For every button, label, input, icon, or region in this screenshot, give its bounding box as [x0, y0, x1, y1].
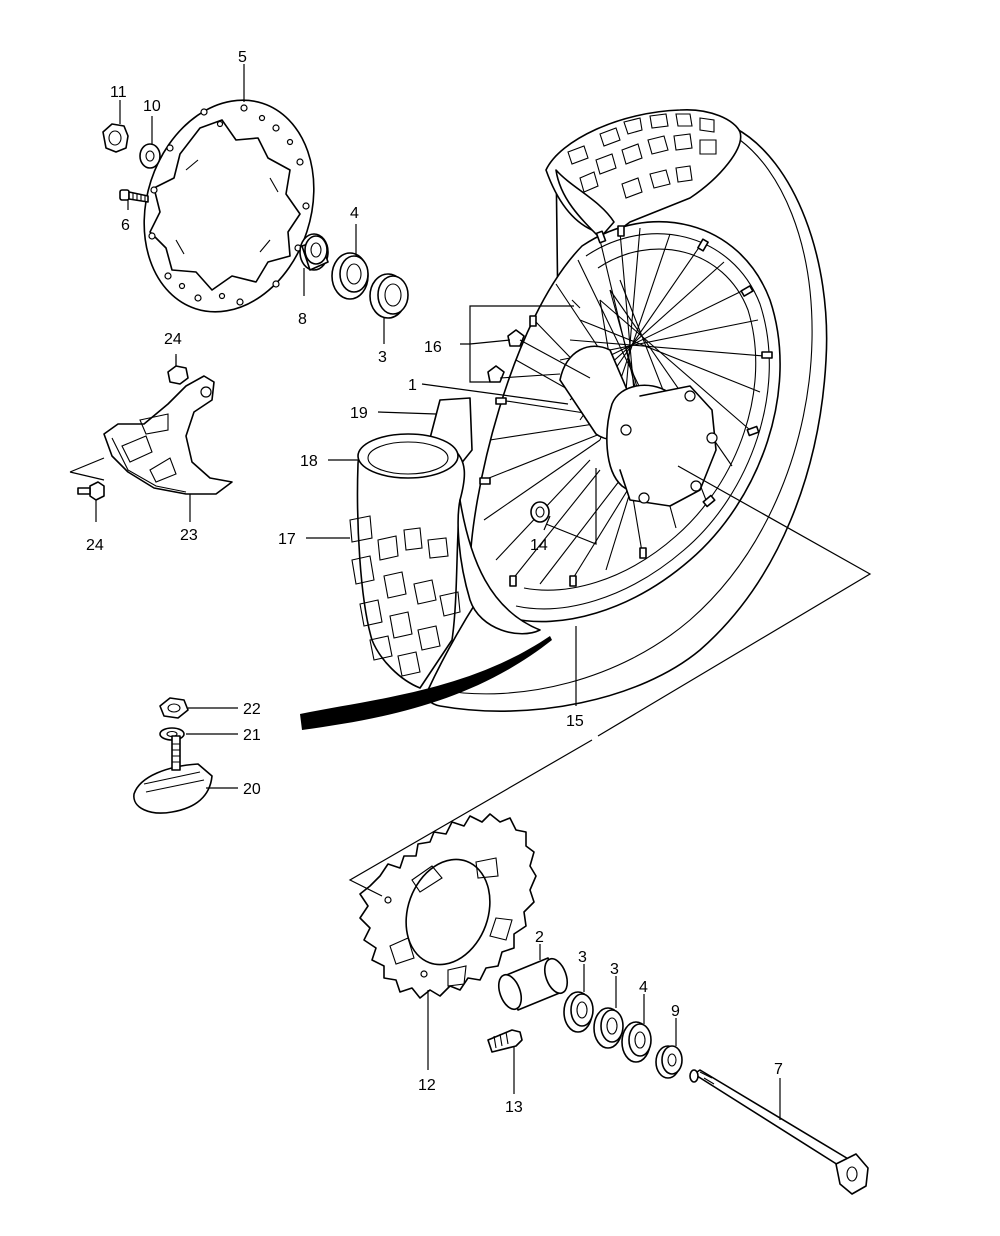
oil-seal-4-top: [331, 252, 369, 300]
spacer-2: [497, 957, 569, 1011]
rim-lock-20: [133, 735, 213, 814]
label-19: 19: [350, 405, 368, 422]
bearing-3-lower-a: [563, 991, 594, 1033]
axle-7: [689, 1069, 869, 1195]
label-12: 12: [418, 1077, 436, 1094]
bolt-6: [119, 189, 149, 203]
part-labels: 5 11 10 6 4 8 3 24 24 23 16 1 19 18 17 1…: [86, 49, 783, 1116]
label-3-lower-b: 3: [610, 961, 619, 978]
label-5: 5: [238, 49, 247, 66]
label-3-top: 3: [378, 349, 387, 366]
label-8: 8: [298, 311, 307, 328]
collar-9: [655, 1045, 683, 1079]
nut-11: [102, 123, 129, 153]
hub: [559, 345, 718, 507]
label-3-lower-a: 3: [578, 949, 587, 966]
bolt-24-bottom: [77, 481, 105, 501]
label-18: 18: [300, 453, 318, 470]
collar-8: [299, 233, 329, 271]
label-16: 16: [424, 339, 442, 356]
inner-tube: [356, 397, 473, 689]
disc-guard: [103, 375, 233, 495]
bearing-3-lower-b: [593, 1007, 624, 1049]
label-20: 20: [243, 781, 261, 798]
rim-band: [457, 499, 541, 635]
label-7: 7: [774, 1061, 783, 1078]
washer-10: [139, 143, 161, 169]
label-10: 10: [143, 98, 161, 115]
spoke-nipples: [479, 225, 773, 587]
label-4-top: 4: [350, 205, 359, 222]
label-2: 2: [535, 929, 544, 946]
assembly-arrow-swoosh: [300, 636, 552, 730]
sprocket-bolt-13: [487, 1029, 523, 1053]
label-4-lower: 4: [639, 979, 648, 996]
label-15: 15: [566, 713, 584, 730]
label-6: 6: [121, 217, 130, 234]
label-22: 22: [243, 701, 261, 718]
label-11: 11: [110, 84, 127, 101]
assembly-guides: [348, 465, 872, 897]
spacer-14: [530, 501, 550, 523]
label-9: 9: [671, 1003, 680, 1020]
spoke-sample-16: [487, 299, 591, 383]
nut-22: [159, 697, 189, 719]
bolt-24-top: [167, 356, 189, 385]
label-24-bottom: 24: [86, 537, 104, 554]
label-23: 23: [180, 527, 198, 544]
label-17: 17: [278, 531, 296, 548]
leader-lines: [69, 64, 781, 1120]
bearing-3-top: [369, 273, 409, 319]
tread-blocks-side: [349, 515, 461, 677]
label-1: 1: [408, 377, 417, 394]
label-24-top: 24: [164, 331, 182, 348]
label-21: 21: [243, 727, 261, 744]
tread-top: [545, 109, 742, 241]
label-13: 13: [505, 1099, 523, 1116]
label-14: 14: [530, 537, 548, 554]
sprocket: [359, 813, 537, 999]
brake-disc: [143, 99, 315, 313]
oil-seal-4-lower: [621, 1021, 652, 1063]
